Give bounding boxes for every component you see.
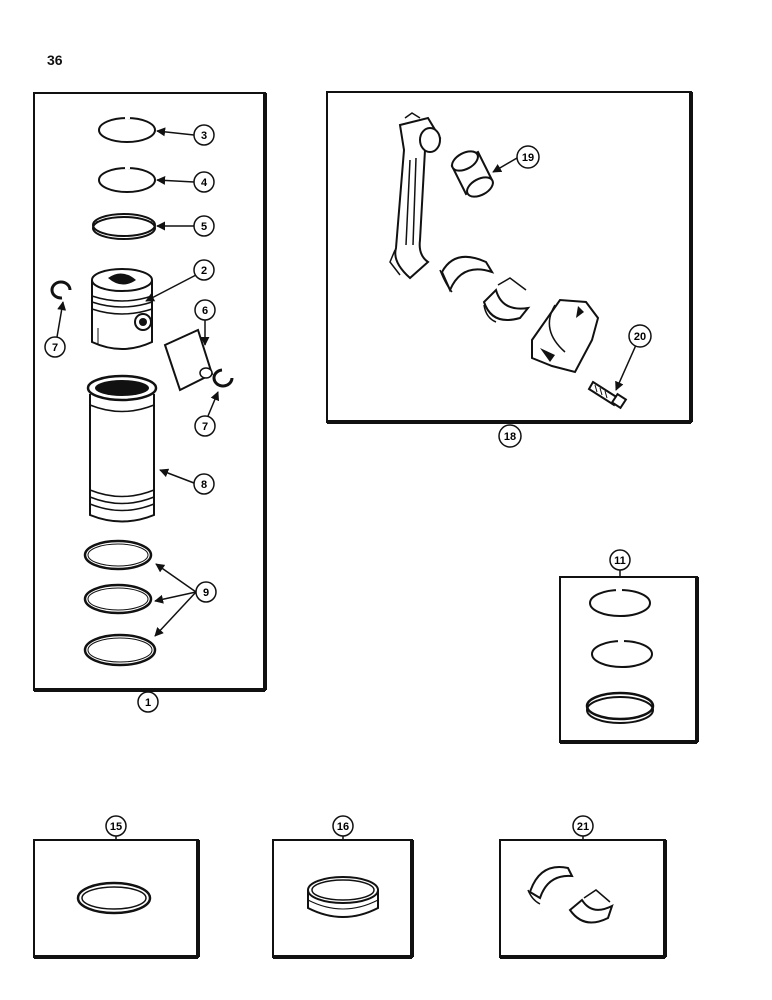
compression-ring-3 bbox=[98, 115, 156, 143]
svg-text:6: 6 bbox=[202, 305, 208, 317]
kit-11-panel bbox=[559, 570, 699, 744]
snap-ring-7-right bbox=[212, 368, 234, 388]
svg-text:8: 8 bbox=[201, 479, 207, 491]
kit-1-panel bbox=[33, 92, 267, 692]
svg-text:3: 3 bbox=[201, 130, 207, 142]
kit-15-panel bbox=[33, 835, 200, 959]
svg-text:16: 16 bbox=[337, 821, 349, 833]
kit-1-leaders bbox=[56, 127, 220, 637]
svg-text:7: 7 bbox=[52, 342, 58, 354]
rod-cap bbox=[531, 298, 600, 374]
callout-4: 4 bbox=[193, 171, 215, 193]
snap-ring-7-left bbox=[50, 280, 72, 300]
callout-3: 3 bbox=[193, 124, 215, 146]
connecting-rod bbox=[389, 112, 442, 280]
svg-text:18: 18 bbox=[504, 431, 516, 443]
kit-18-leaders bbox=[492, 157, 637, 391]
callout-1: 1 bbox=[137, 691, 159, 713]
oil-ring-5 bbox=[92, 213, 156, 240]
rod-bearing-upper bbox=[439, 255, 495, 293]
callout-7-right: 7 bbox=[194, 415, 216, 437]
seal-ring-15 bbox=[76, 881, 152, 915]
svg-text:9: 9 bbox=[203, 587, 209, 599]
kit-16-panel bbox=[272, 835, 414, 959]
svg-text:20: 20 bbox=[634, 331, 646, 343]
callout-7-left: 7 bbox=[44, 336, 66, 358]
bearing-shells-21 bbox=[527, 866, 614, 924]
callout-11: 11 bbox=[609, 549, 631, 571]
svg-text:7: 7 bbox=[202, 421, 208, 433]
callout-15: 15 bbox=[105, 815, 127, 837]
cylinder-sleeve-8 bbox=[86, 374, 158, 523]
piston-2 bbox=[91, 268, 153, 350]
callout-20: 20 bbox=[628, 324, 652, 348]
svg-text:15: 15 bbox=[110, 821, 122, 833]
callout-5: 5 bbox=[193, 215, 215, 237]
rod-bolt-20 bbox=[587, 380, 628, 410]
callout-8: 8 bbox=[193, 473, 215, 495]
rod-bearing-lower bbox=[482, 277, 531, 323]
callout-9: 9 bbox=[195, 581, 217, 603]
svg-text:5: 5 bbox=[201, 221, 207, 233]
compression-ring-4 bbox=[98, 165, 156, 193]
svg-text:1: 1 bbox=[145, 697, 151, 709]
kit-21-panel bbox=[499, 835, 667, 959]
svg-text:21: 21 bbox=[577, 821, 589, 833]
callout-21: 21 bbox=[572, 815, 594, 837]
callout-19: 19 bbox=[516, 145, 540, 169]
kit-11-rings bbox=[585, 588, 655, 724]
svg-text:2: 2 bbox=[201, 265, 207, 277]
piston-pin-6 bbox=[163, 328, 214, 392]
svg-text:4: 4 bbox=[201, 177, 208, 189]
callout-16: 16 bbox=[332, 815, 354, 837]
callout-6: 6 bbox=[194, 299, 216, 321]
page-number: 36 bbox=[47, 52, 63, 68]
sleeve-ring-16 bbox=[307, 876, 379, 918]
svg-text:11: 11 bbox=[614, 555, 626, 567]
sleeve-o-rings-9 bbox=[83, 539, 157, 667]
kit-18-panel bbox=[326, 91, 693, 424]
callout-2: 2 bbox=[193, 259, 215, 281]
callout-18: 18 bbox=[498, 424, 522, 448]
pin-bushing-19 bbox=[450, 150, 494, 198]
svg-text:19: 19 bbox=[522, 152, 534, 164]
